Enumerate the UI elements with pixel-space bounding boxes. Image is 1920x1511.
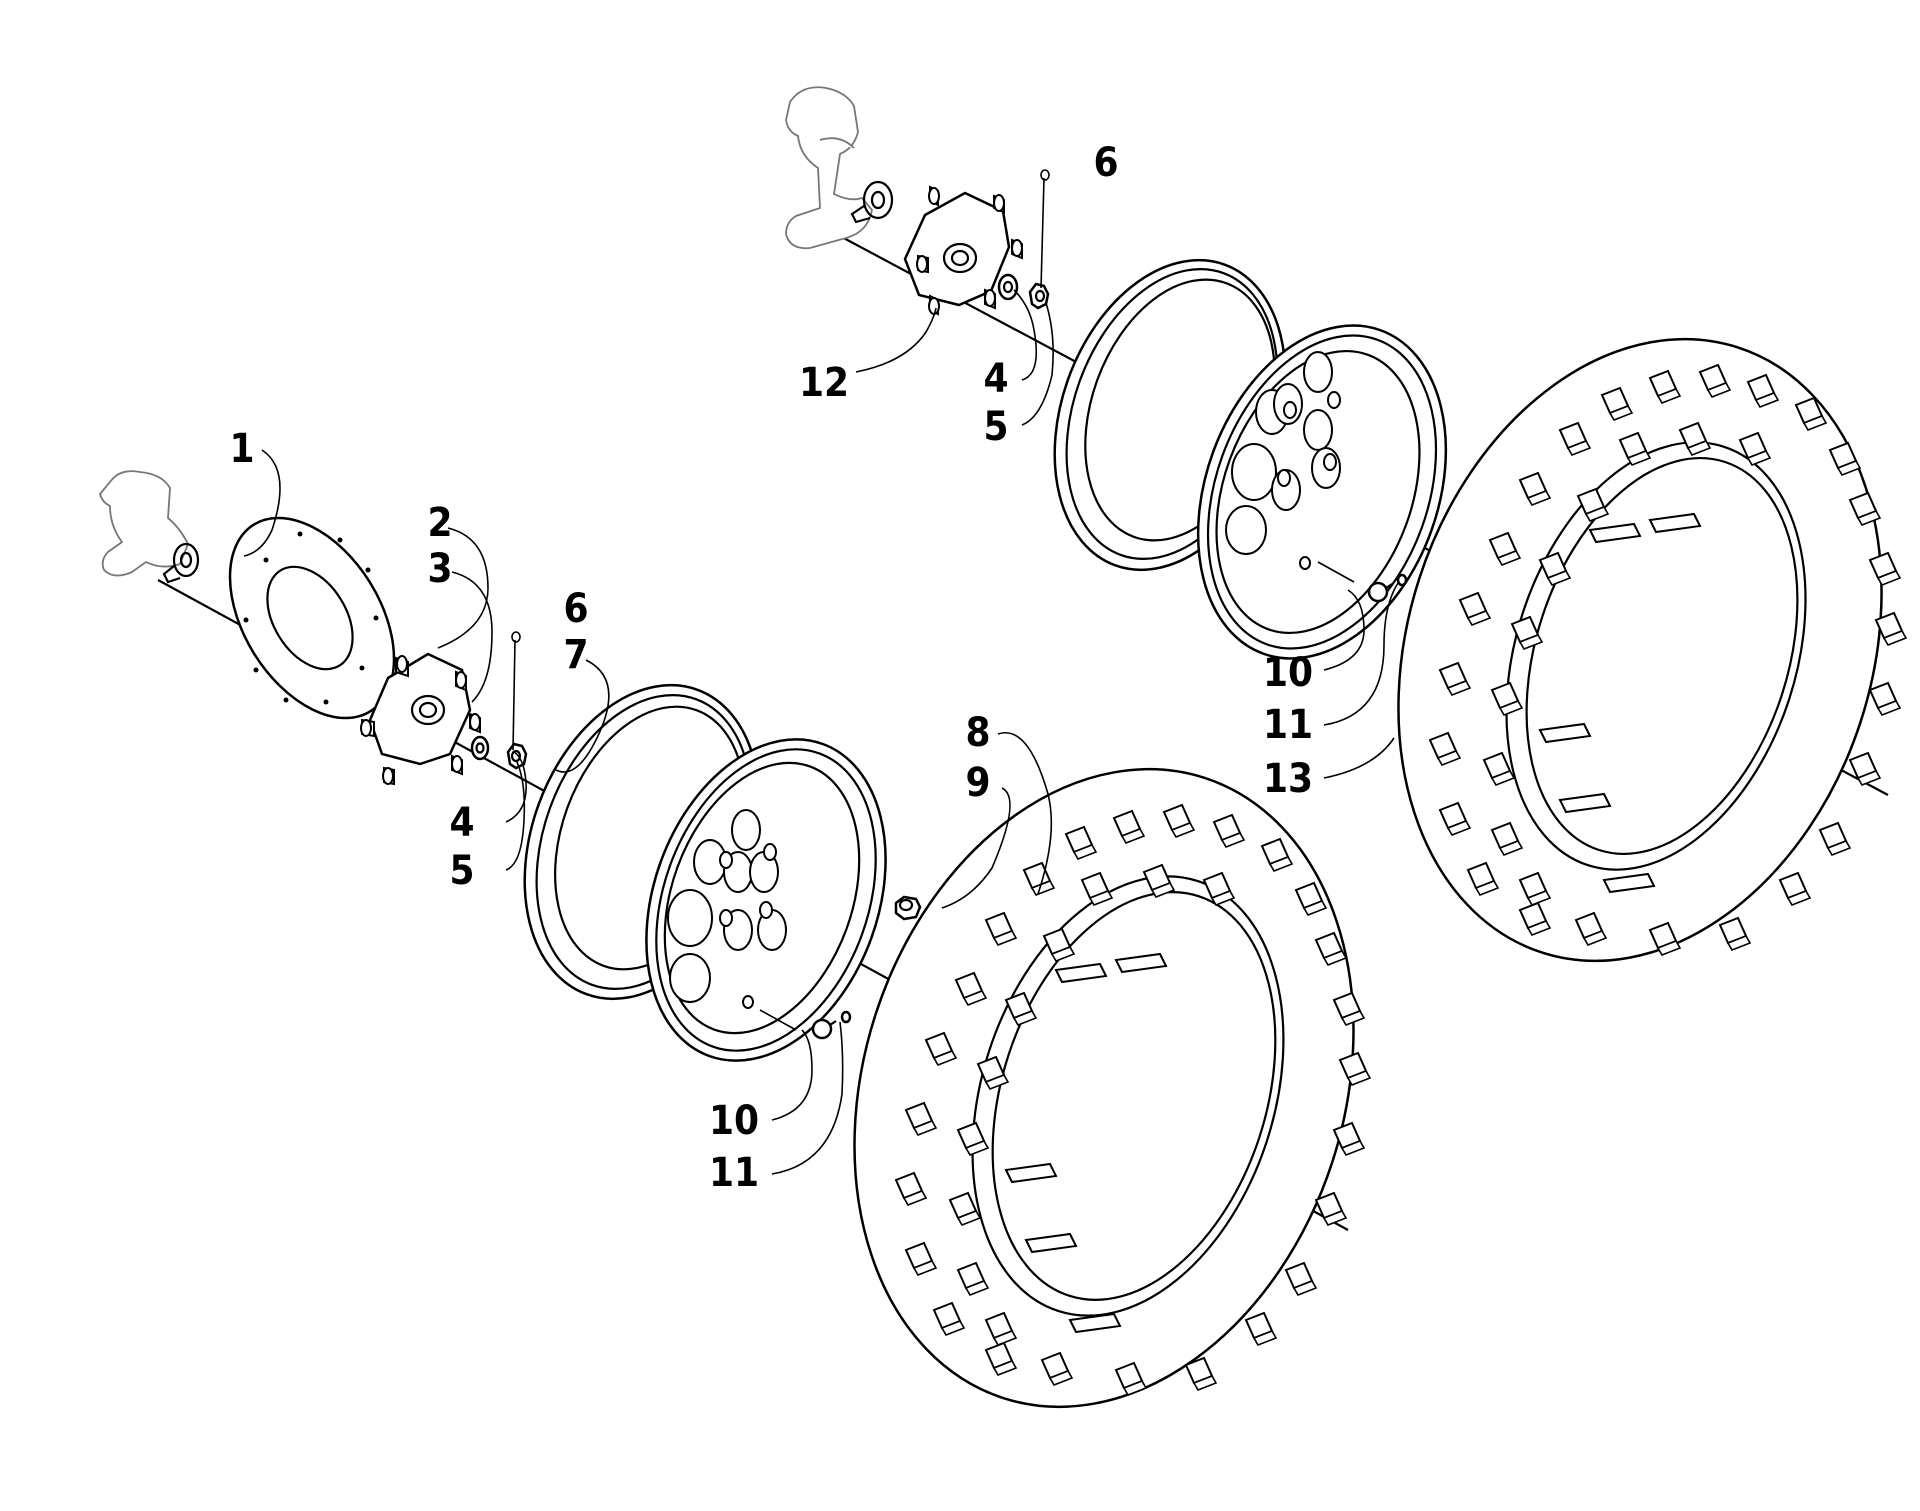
upper-wheel-hub [903,185,1023,316]
callout-11-lower: 11 [709,1150,759,1196]
callout-4-lower: 4 [449,800,474,846]
lower-valve-stem [811,1010,852,1040]
callout-13: 13 [1263,756,1313,802]
lower-steering-knuckle [99,470,200,584]
callout-12: 12 [799,360,849,406]
callout-10-lower: 10 [709,1098,759,1144]
lower-tire [853,767,1371,1409]
lower-wheel-rim [523,683,887,1062]
callout-6-upper: 6 [1093,140,1118,186]
upper-steering-knuckle [785,86,894,250]
callout-11-upper: 11 [1263,702,1313,748]
callout-1: 1 [229,426,254,472]
callout-3: 3 [427,546,452,592]
upper-castle-nut [1028,282,1050,310]
lower-washer [470,735,490,761]
upper-valve-stem [1367,573,1408,603]
callout-8: 8 [965,710,990,756]
lower-cotter-pin [511,631,521,751]
wheel-lug-nut [894,895,922,921]
callout-10-upper: 10 [1263,650,1313,696]
upper-washer [997,273,1019,301]
callout-5-upper: 5 [983,404,1008,450]
upper-wheel-rim [1053,258,1448,660]
callout-9: 9 [965,760,990,806]
callout-7: 7 [563,632,588,678]
leader-lines [243,289,1399,1175]
callout-labels: 1 2 3 4 5 6 7 8 9 10 11 6 12 4 5 10 11 1… [229,140,1313,1196]
upper-cotter-pin [1040,169,1050,289]
callout-6-lower: 6 [563,586,588,632]
callout-5-lower: 5 [449,848,474,894]
callout-4-upper: 4 [983,356,1008,402]
lower-wheel-hub [360,652,481,786]
upper-tire [1397,337,1907,963]
brake-disc [228,516,396,720]
callout-2: 2 [427,500,452,546]
